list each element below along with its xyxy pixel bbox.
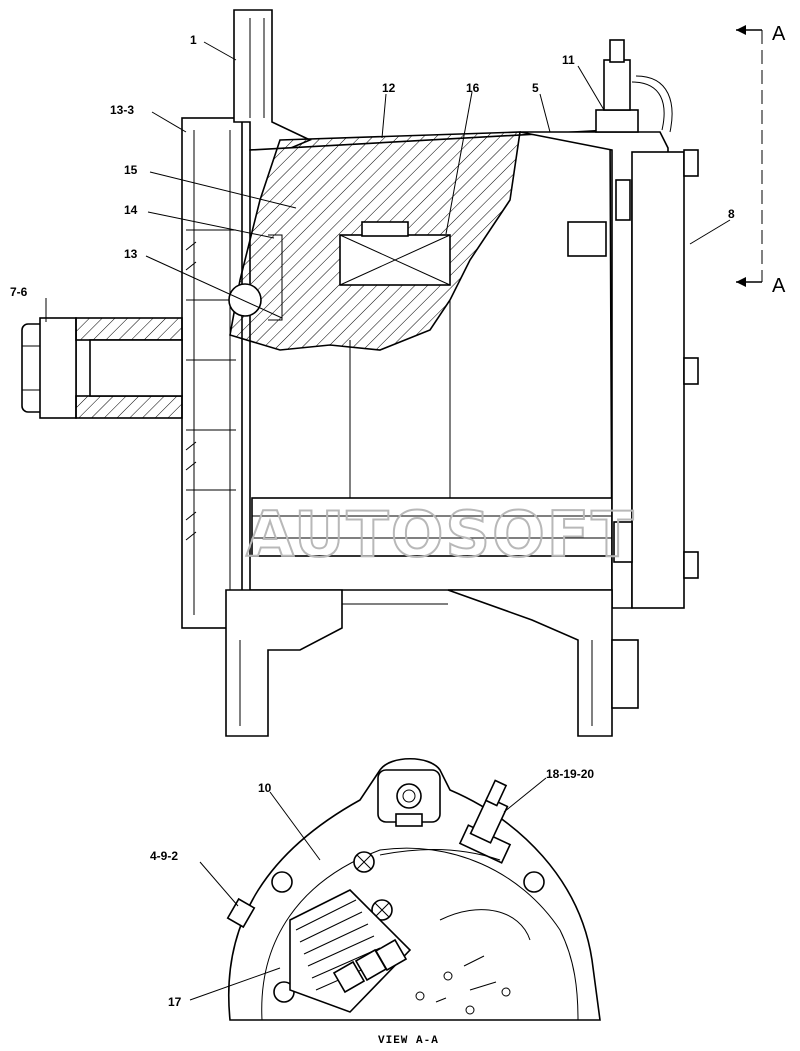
callout-1: 1	[190, 33, 197, 47]
callout-7-6: 7-6	[10, 285, 28, 299]
view-caption: VIEW A-A	[378, 1035, 439, 1047]
callout-12: 12	[382, 81, 396, 95]
callout-13-3: 13-3	[110, 103, 134, 117]
pulley-fan	[181, 117, 243, 629]
leader-lines-upper	[45, 41, 731, 322]
callout-4-9-2: 4-9-2	[150, 849, 178, 863]
callout-10: 10	[258, 781, 272, 795]
callout-17: 17	[168, 995, 182, 1009]
section-marker-top: A	[772, 23, 786, 45]
terminal-stud-top	[595, 39, 673, 133]
callout-16: 16	[466, 81, 480, 95]
view-a-a: 10 18-19-20 4-9-2 17 VIEW A-A	[150, 758, 601, 1047]
callout-15: 15	[124, 163, 138, 177]
mounting-feet	[225, 589, 639, 737]
regulator-17	[289, 889, 412, 1013]
callout-11: 11	[562, 53, 575, 67]
side-view: A A 1 13-3 15 14 13 7-6 12 16 5 11 8	[10, 9, 786, 737]
rear-end-frame	[519, 131, 699, 609]
callout-18-19-20: 18-19-20	[546, 767, 594, 781]
section-marker-bottom: A	[772, 275, 786, 297]
callout-8: 8	[728, 207, 735, 221]
section-line-a-a: A A	[736, 23, 786, 297]
mounting-ear-top	[233, 9, 312, 151]
callout-13: 13	[124, 247, 138, 261]
shaft-nut	[21, 317, 183, 419]
callout-14: 14	[124, 203, 138, 217]
watermark: AUTOSOFT	[246, 498, 635, 571]
callout-5: 5	[532, 81, 539, 95]
